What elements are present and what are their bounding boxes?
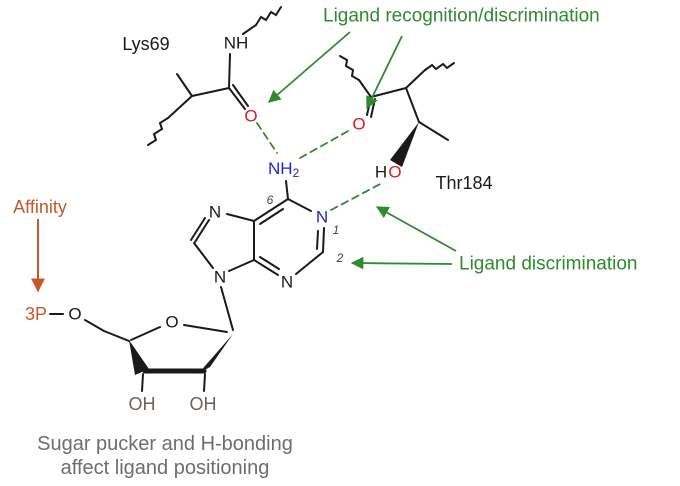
double-bond-line [190, 217, 206, 241]
wedge-bond [390, 122, 419, 167]
n9-label: N [214, 268, 226, 287]
bond-line [253, 259, 279, 276]
bond-line [183, 324, 228, 333]
carbonyl-double-bond-line [232, 84, 249, 107]
truncation-squiggle [147, 117, 169, 146]
thr184-fragment [339, 55, 455, 167]
annotation-recognition: Ligand recognition/discrimination [323, 6, 600, 27]
truncation-squiggle [255, 6, 282, 26]
hbond-nh2-to-thr-o [299, 129, 351, 159]
bond-line [295, 251, 324, 275]
oh-c2-label: OH [190, 394, 217, 414]
caption-line-1: Sugar pucker and H-bonding [37, 433, 293, 455]
bond-line [228, 259, 255, 272]
bond-line [228, 53, 231, 89]
bond-line [322, 227, 325, 253]
phosphate-3p-label: 3P [25, 304, 47, 324]
n1-label: N [316, 208, 328, 227]
hbond-n1-to-thr-oh [330, 181, 385, 211]
residue-label-lys69: Lys69 [122, 34, 169, 54]
double-bond-line [259, 208, 284, 225]
bond-line [103, 330, 130, 342]
recognition-arrow-right [366, 35, 403, 110]
thr-carbonyl-o-label: O [352, 115, 365, 134]
bond-line [194, 219, 210, 243]
lys-carbonyl-o-label: O [244, 107, 257, 126]
bond-line [418, 121, 449, 141]
ring-number-2: 2 [336, 251, 344, 265]
bond-line [193, 242, 214, 269]
bond-line [285, 180, 289, 200]
annotation-affinity: Affinity [13, 197, 67, 217]
bond-line [242, 24, 257, 35]
bond-line [226, 213, 255, 222]
bond-line [220, 286, 234, 331]
ribose-ring-o-label: O [165, 313, 178, 332]
bond-line [203, 373, 206, 392]
ring-number-1: 1 [333, 223, 340, 237]
bond-line [191, 87, 230, 97]
ribose-phosphate [49, 286, 234, 392]
hydroxyl-o-label: O [388, 163, 401, 182]
carbonyl-double-bond-line [370, 98, 376, 118]
bond-line [287, 198, 312, 212]
residue-label-thr184: Thr184 [435, 173, 492, 193]
bond-line [176, 73, 193, 97]
lys69-fragment [147, 6, 282, 146]
bond-line [405, 87, 420, 123]
hydroxyl-h-label: H [375, 163, 387, 182]
carbonyl-bond-line [228, 87, 246, 110]
hydrogen-bonds [256, 122, 385, 211]
recognition-arrow-left [268, 31, 351, 103]
wedge-bond [198, 334, 233, 374]
adenine-rings [190, 180, 325, 276]
bond-line [141, 373, 144, 392]
amine-nh2-label: NH2 [268, 159, 300, 181]
bond-line [84, 319, 105, 332]
n7-label: N [209, 203, 221, 222]
oh-c3-label: OH [129, 394, 156, 414]
bond-line [405, 69, 426, 89]
hbond-lys-o-to-nh2 [256, 122, 278, 154]
o5-label: O [68, 305, 81, 324]
annotation-discrimination: Ligand discrimination [459, 254, 638, 275]
double-bond-line [316, 230, 319, 250]
bond-line [167, 95, 193, 119]
n3-label: N [281, 273, 293, 292]
bond-line [358, 79, 372, 98]
discrimination-arrow-left [350, 256, 453, 270]
bond-line [253, 198, 289, 222]
double-bond-line [259, 256, 280, 270]
caption-line-2: affect ligand positioning [61, 457, 270, 479]
bond-line [130, 326, 161, 341]
truncation-squiggle [424, 62, 455, 71]
backbone-nh-label: NH [224, 34, 249, 53]
annotation-arrows [31, 31, 457, 293]
wedge-bond [129, 340, 149, 375]
truncation-squiggle [339, 55, 360, 81]
discrimination-arrow-up [375, 206, 457, 252]
ring-number-6: 6 [267, 193, 274, 207]
